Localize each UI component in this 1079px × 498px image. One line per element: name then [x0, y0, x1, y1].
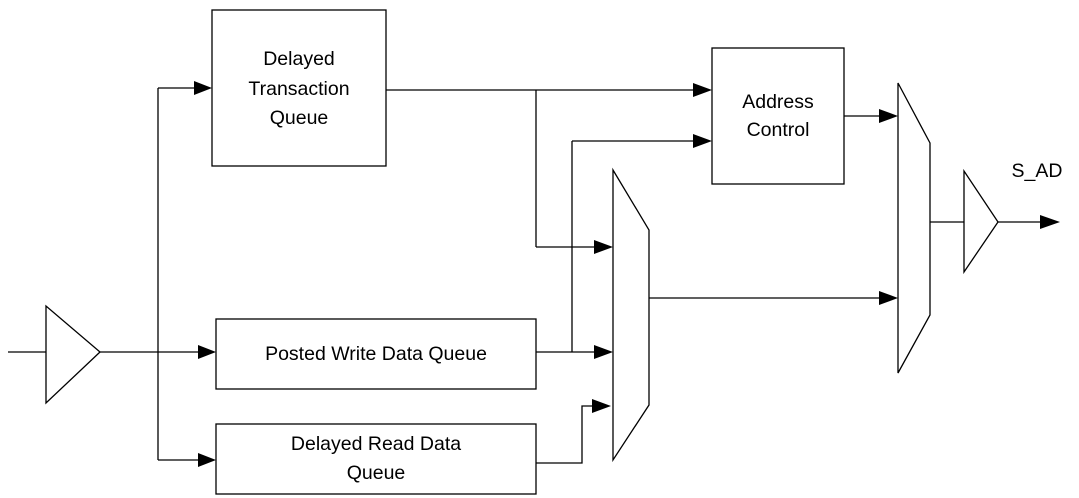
mux2-input1-arrow [879, 109, 898, 123]
drdq-label-line2: Queue [347, 462, 406, 484]
address-control-label-line2: Control [747, 119, 810, 141]
posted-write-data-queue-block [215, 318, 537, 390]
address-control-label-line1: Address [742, 91, 814, 113]
output-arrow [1040, 215, 1060, 229]
mux2-input2-arrow [879, 291, 898, 305]
pwdq-label: Posted Write Data Queue [265, 343, 487, 365]
s-ad-signal-label: S_AD [1012, 160, 1063, 182]
mux1-input3-arrow [592, 399, 611, 413]
pwdq-input-arrow [198, 345, 216, 359]
address-control-top-arrow [693, 83, 712, 97]
mux1-input1-arrow [594, 240, 613, 254]
address-control-bottom-arrow [693, 134, 712, 148]
dtq-label-line3: Queue [270, 107, 329, 129]
input-buffer [45, 304, 101, 405]
dtq-label-line2: Transaction [248, 78, 349, 100]
output-buffer [963, 168, 999, 275]
multiplexer-1 [612, 167, 650, 463]
drdq-to-mux1-wire [536, 405, 592, 464]
delayed-read-data-queue-block [215, 423, 537, 495]
drdq-label-line1: Delayed Read Data [291, 433, 461, 455]
delayed-transaction-queue-block [211, 9, 387, 167]
dtq-label-line1: Delayed [263, 48, 335, 70]
address-control-block [711, 47, 845, 185]
multiplexer-2 [897, 82, 931, 374]
dtq-input-arrow [194, 81, 212, 95]
drdq-input-arrow [198, 453, 216, 467]
mux1-input2-arrow [594, 345, 613, 359]
